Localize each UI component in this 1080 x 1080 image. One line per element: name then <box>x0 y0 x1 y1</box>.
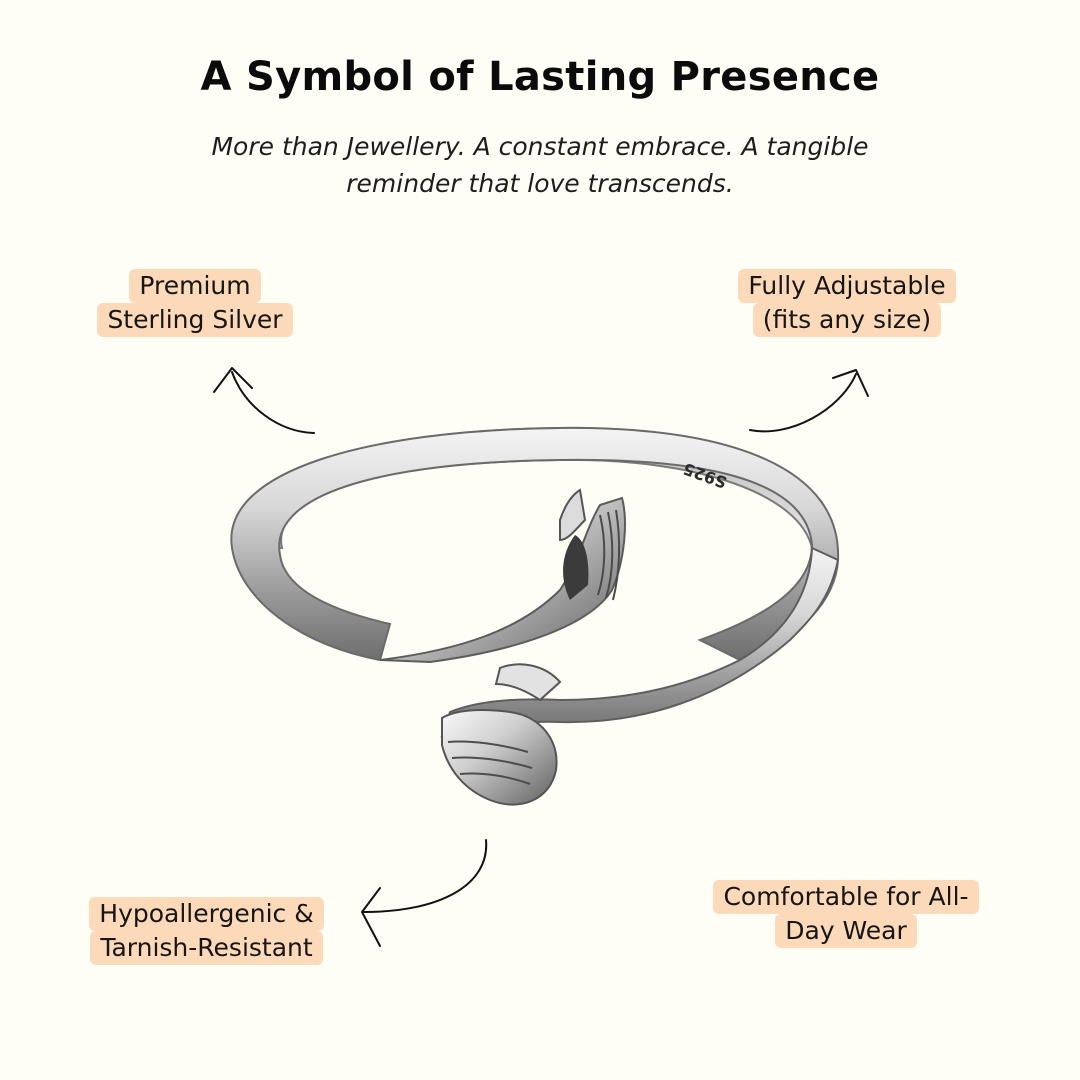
feature-comfortable: Comfortable for All- Day Wear <box>700 880 992 948</box>
feature-sterling-line-2: Sterling Silver <box>97 303 293 337</box>
page-title: A Symbol of Lasting Presence <box>200 54 880 100</box>
feature-comfortable-line-1: Comfortable for All- <box>713 880 979 914</box>
feature-comfortable-line-2: Day Wear <box>775 914 917 948</box>
arrow-head-adjustable <box>832 369 869 397</box>
feature-hypoallergenic-line-1: Hypoallergenic & <box>89 897 324 931</box>
page-subtitle: More than Jewellery. A constant embrace.… <box>170 128 910 202</box>
arrow-head-sterling <box>213 367 253 393</box>
feature-hypoallergenic-line-2: Tarnish-Resistant <box>90 931 323 965</box>
feature-sterling-line-1: Premium <box>129 269 261 303</box>
subtitle-line-2: reminder that love transcends. <box>346 169 734 198</box>
subtitle-line-1: More than Jewellery. A constant embrace.… <box>211 132 869 161</box>
feature-adjustable-line-1: Fully Adjustable <box>738 269 956 303</box>
feature-hypoallergenic: Hypoallergenic & Tarnish-Resistant <box>78 897 335 965</box>
arrow-to-adjustable <box>749 373 857 433</box>
arrow-to-hypoallergenic <box>363 839 488 913</box>
arrow-head-hypoallergenic <box>361 887 381 947</box>
feature-sterling-silver: Premium Sterling Silver <box>93 269 297 337</box>
arrow-to-sterling <box>231 371 315 434</box>
feature-adjustable-line-2: (fits any size) <box>752 303 942 337</box>
feature-adjustable: Fully Adjustable (fits any size) <box>729 269 965 337</box>
